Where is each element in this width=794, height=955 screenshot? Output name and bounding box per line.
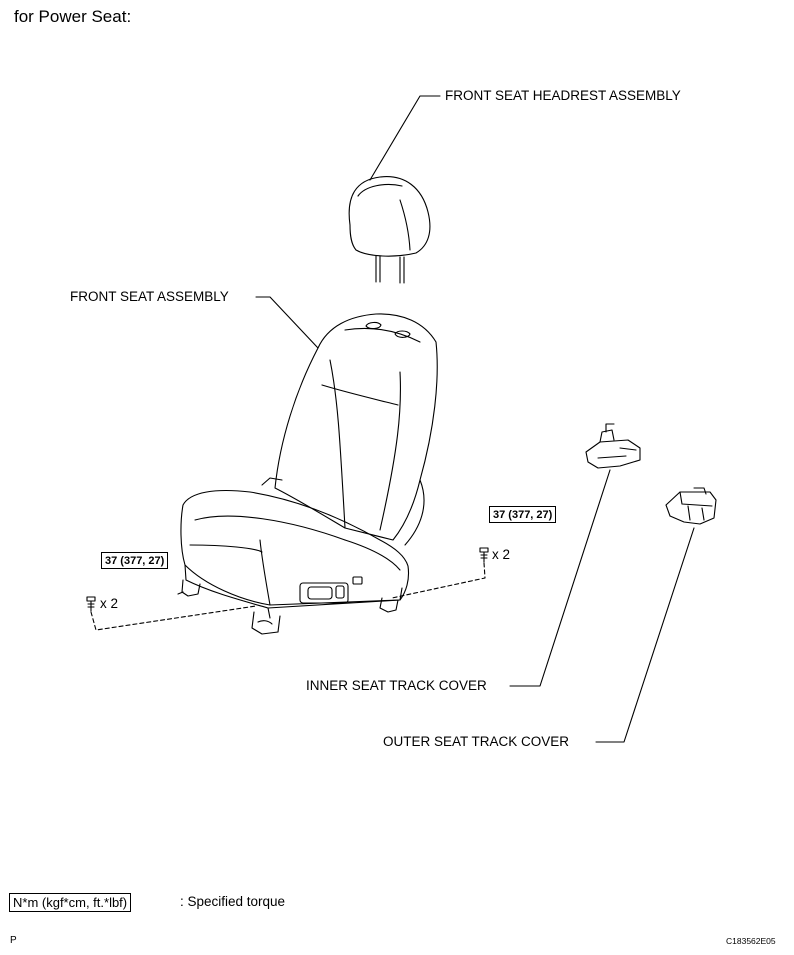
headrest-label: FRONT SEAT HEADREST ASSEMBLY [445,88,681,103]
bolt-qty-left: x 2 [100,596,119,611]
headrest-drawing [348,176,431,284]
footer-mark: P [10,935,17,946]
outer-track-cover-drawing [665,487,717,525]
bolt-left-icon [86,596,96,612]
torque-spec-left: 37 (377, 27) [101,552,169,569]
torque-spec-right: 37 (377, 27) [489,506,557,523]
inner-track-cover-label: INNER SEAT TRACK COVER [306,678,487,693]
inner-track-cover-drawing [585,423,641,469]
torque-legend-description: : Specified torque [180,894,286,909]
outer-track-cover-label: OUTER SEAT TRACK COVER [383,734,570,749]
front-seat-drawing [177,313,438,635]
bolt-qty-right: x 2 [492,547,511,562]
torque-unit-legend-box: N*m (kgf*cm, ft.*lbf) [9,893,132,912]
seat-assembly-label: FRONT SEAT ASSEMBLY [70,289,229,304]
page-title: for Power Seat: [14,7,132,26]
figure-id: C183562E05 [726,936,776,946]
alignment-dashed-lines [90,562,486,631]
bolt-right-icon [479,547,489,563]
leader-lines [255,95,695,743]
